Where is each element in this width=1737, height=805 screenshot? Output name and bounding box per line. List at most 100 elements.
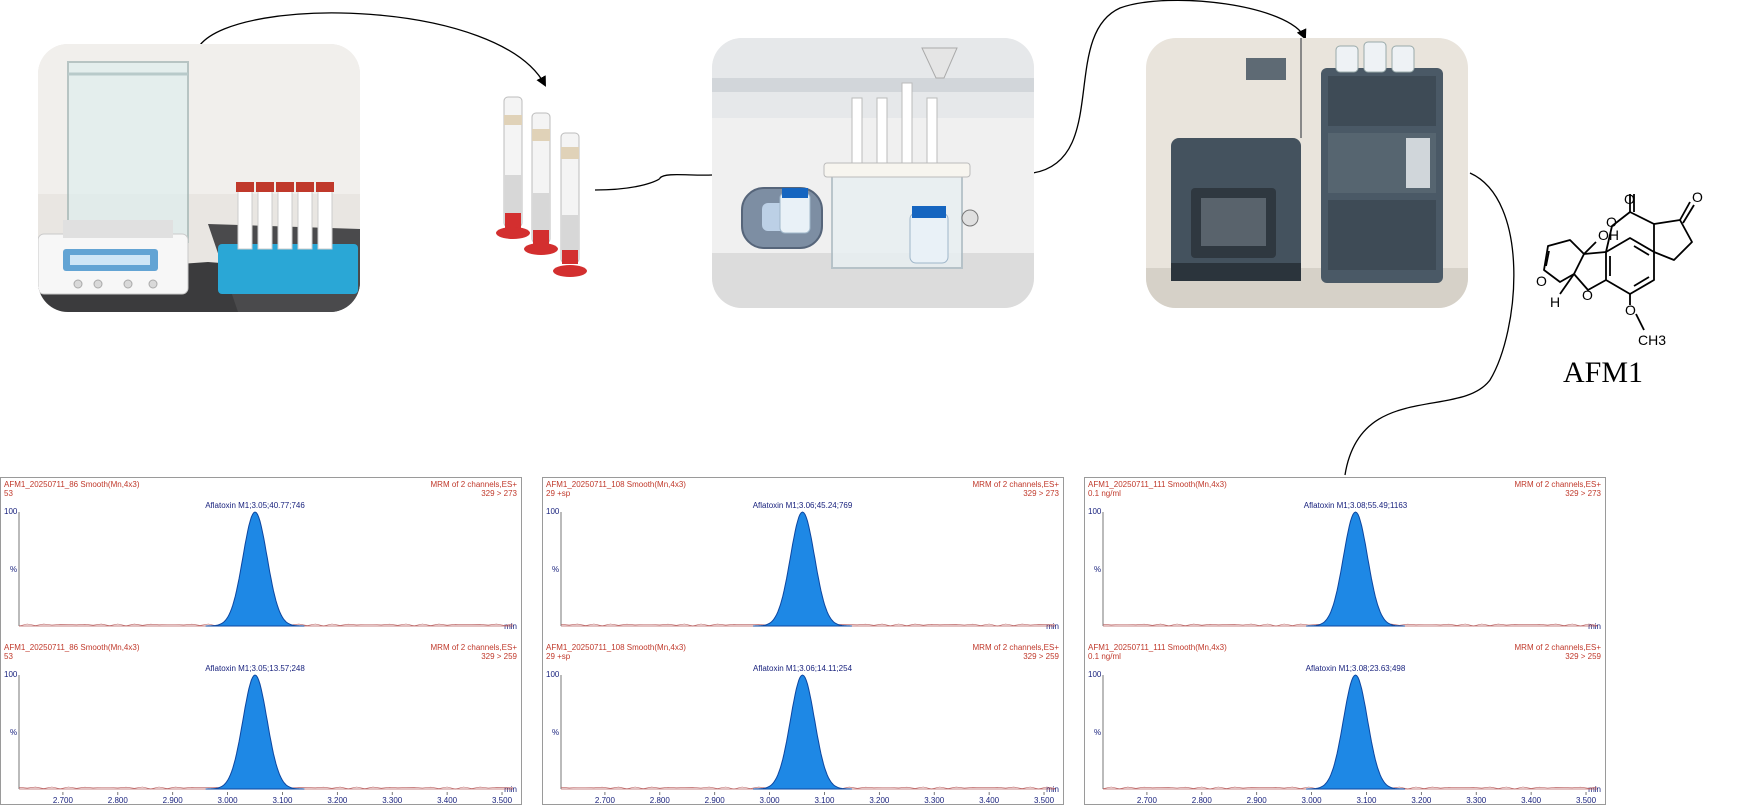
trace-y-axis-max: 100 <box>1088 670 1102 679</box>
trace-x-axis-unit: min <box>504 622 517 631</box>
x-tick-label: 2.700 <box>1137 796 1158 804</box>
chromatogram-peak <box>205 511 305 627</box>
trace-acquisition-mode: MRM of 2 channels,ES+ <box>973 643 1060 652</box>
afm1-structure: OH H O O O O O O CH3 <box>1536 190 1703 348</box>
trace-file-name: AFM1_20250711_86 Smooth(Mn,4x3) <box>4 480 140 489</box>
x-tick-label: 3.300 <box>924 796 945 804</box>
chromatogram-peak <box>753 511 852 627</box>
x-tick-label: 3.100 <box>272 796 293 804</box>
chromatogram-peak <box>1306 511 1405 627</box>
trace-mrm-transition: 329 > 259 <box>1023 652 1059 661</box>
structure-ch3-label: CH3 <box>1638 332 1666 348</box>
trace-2: AFM1_20250711_108 Smooth(Mn,4x3)29 +sp MR… <box>546 643 1060 794</box>
trace-sample-id: 29 +sp <box>546 652 571 661</box>
x-tick-label: 3.000 <box>1302 796 1323 804</box>
trace-file-name: AFM1_20250711_111 Smooth(Mn,4x3) <box>1088 480 1227 489</box>
trace-y-axis-unit: % <box>552 565 559 574</box>
photo-uplc-msms <box>1146 38 1468 308</box>
photo-graduated-tubes <box>490 95 598 295</box>
structure-o-carbonyl-2: O <box>1692 190 1703 205</box>
trace-file-name: AFM1_20250711_108 Smooth(Mn,4x3) <box>546 643 686 652</box>
trace-acquisition-mode: MRM of 2 channels,ES+ <box>1515 643 1602 652</box>
trace-file-name: AFM1_20250711_86 Smooth(Mn,4x3) <box>4 643 140 652</box>
chromatogram-panel-2-plot: AFM1_20250711_108 Smooth(Mn,4x3)29 +spMR… <box>546 480 1060 804</box>
x-tick-label: 3.500 <box>1576 796 1597 804</box>
arrow-spe-to-lcms <box>1032 0 1307 174</box>
trace-x-axis-unit: min <box>1588 622 1601 631</box>
peak-annotation: Aflatoxin M1;3.05;40.77;746 <box>205 501 305 510</box>
trace-sample-id: 53 <box>4 489 13 498</box>
peak-annotation: Aflatoxin M1;3.06;14.11;254 <box>753 664 853 673</box>
trace-mrm-transition: 329 > 273 <box>1023 489 1059 498</box>
trace-y-axis-max: 100 <box>546 507 560 516</box>
chromatogram-panel-3-plot: AFM1_20250711_111 Smooth(Mn,4x3)0.1 ng/m… <box>1088 480 1602 804</box>
trace-x-axis-unit: min <box>1046 785 1059 794</box>
trace-y-axis-unit: % <box>1094 728 1101 737</box>
x-tick-label: 2.800 <box>650 796 671 804</box>
x-tick-label: 2.900 <box>705 796 726 804</box>
x-tick-label: 2.800 <box>108 796 129 804</box>
x-tick-label: 3.500 <box>492 796 513 804</box>
trace-1: AFM1_20250711_108 Smooth(Mn,4x3)29 +sp MR… <box>546 480 1060 631</box>
x-tick-label: 2.700 <box>53 796 74 804</box>
x-tick-label: 3.300 <box>382 796 403 804</box>
trace-sample-id: 0.1 ng/ml <box>1088 652 1121 661</box>
x-tick-label: 3.200 <box>1411 796 1432 804</box>
x-tick-label: 2.700 <box>595 796 616 804</box>
chromatogram-peak <box>1306 674 1405 790</box>
trace-y-axis-max: 100 <box>1088 507 1102 516</box>
structure-o-furan-2: O <box>1536 273 1547 289</box>
x-tick-label: 3.400 <box>1521 796 1542 804</box>
x-tick-label: 3.100 <box>1356 796 1377 804</box>
trace-acquisition-mode: MRM of 2 channels,ES+ <box>431 480 518 489</box>
x-tick-label: 3.100 <box>814 796 835 804</box>
trace-acquisition-mode: MRM of 2 channels,ES+ <box>431 643 518 652</box>
peak-annotation: Aflatoxin M1;3.08;23.63;498 <box>1306 664 1406 673</box>
structure-h-label: H <box>1550 294 1560 310</box>
structure-o-methoxy: O <box>1625 302 1636 318</box>
trace-acquisition-mode: MRM of 2 channels,ES+ <box>1515 480 1602 489</box>
trace-mrm-transition: 329 > 273 <box>481 489 517 498</box>
line-lcms-to-chromatogram <box>1344 172 1515 476</box>
x-tick-label: 3.200 <box>327 796 348 804</box>
chromatogram-peak <box>205 674 305 790</box>
x-tick-label: 3.200 <box>869 796 890 804</box>
peak-annotation: Aflatoxin M1;3.05;13.57;248 <box>205 664 305 673</box>
trace-file-name: AFM1_20250711_108 Smooth(Mn,4x3) <box>546 480 686 489</box>
trace-mrm-transition: 329 > 273 <box>1565 489 1601 498</box>
trace-y-axis-unit: % <box>10 565 17 574</box>
x-tick-label: 3.500 <box>1034 796 1055 804</box>
peak-annotation: Aflatoxin M1;3.08;55.49;1163 <box>1304 501 1408 510</box>
trace-sample-id: 53 <box>4 652 13 661</box>
trace-x-axis-unit: min <box>1588 785 1601 794</box>
photo-analytical-balance <box>38 44 360 312</box>
trace-sample-id: 29 +sp <box>546 489 571 498</box>
trace-y-axis-unit: % <box>1094 565 1101 574</box>
trace-y-axis-unit: % <box>10 728 17 737</box>
trace-1: AFM1_20250711_86 Smooth(Mn,4x3)53 MRM of … <box>4 480 518 631</box>
line-tubes-to-spe <box>594 173 713 191</box>
trace-file-name: AFM1_20250711_111 Smooth(Mn,4x3) <box>1088 643 1227 652</box>
trace-y-axis-max: 100 <box>4 670 18 679</box>
x-tick-label: 3.300 <box>1466 796 1487 804</box>
trace-y-axis-unit: % <box>552 728 559 737</box>
trace-2: AFM1_20250711_86 Smooth(Mn,4x3)53 MRM of … <box>4 643 518 794</box>
x-tick-label: 3.400 <box>437 796 458 804</box>
chromatogram-peak <box>753 674 852 790</box>
x-tick-label: 3.400 <box>979 796 1000 804</box>
trace-y-axis-max: 100 <box>546 670 560 679</box>
x-tick-label: 3.000 <box>218 796 239 804</box>
trace-mrm-transition: 329 > 259 <box>1565 652 1601 661</box>
trace-1: AFM1_20250711_111 Smooth(Mn,4x3)0.1 ng/m… <box>1088 480 1602 631</box>
peak-annotation: Aflatoxin M1;3.06;45.24;769 <box>753 501 853 510</box>
structure-o-lactone: O <box>1606 214 1617 230</box>
compound-name: AFM1 <box>1562 356 1644 389</box>
trace-acquisition-mode: MRM of 2 channels,ES+ <box>973 480 1060 489</box>
structure-oh-label: OH <box>1598 227 1619 243</box>
structure-o-furan-1: O <box>1582 287 1593 303</box>
trace-2: AFM1_20250711_111 Smooth(Mn,4x3)0.1 ng/m… <box>1088 643 1602 794</box>
trace-y-axis-max: 100 <box>4 507 18 516</box>
